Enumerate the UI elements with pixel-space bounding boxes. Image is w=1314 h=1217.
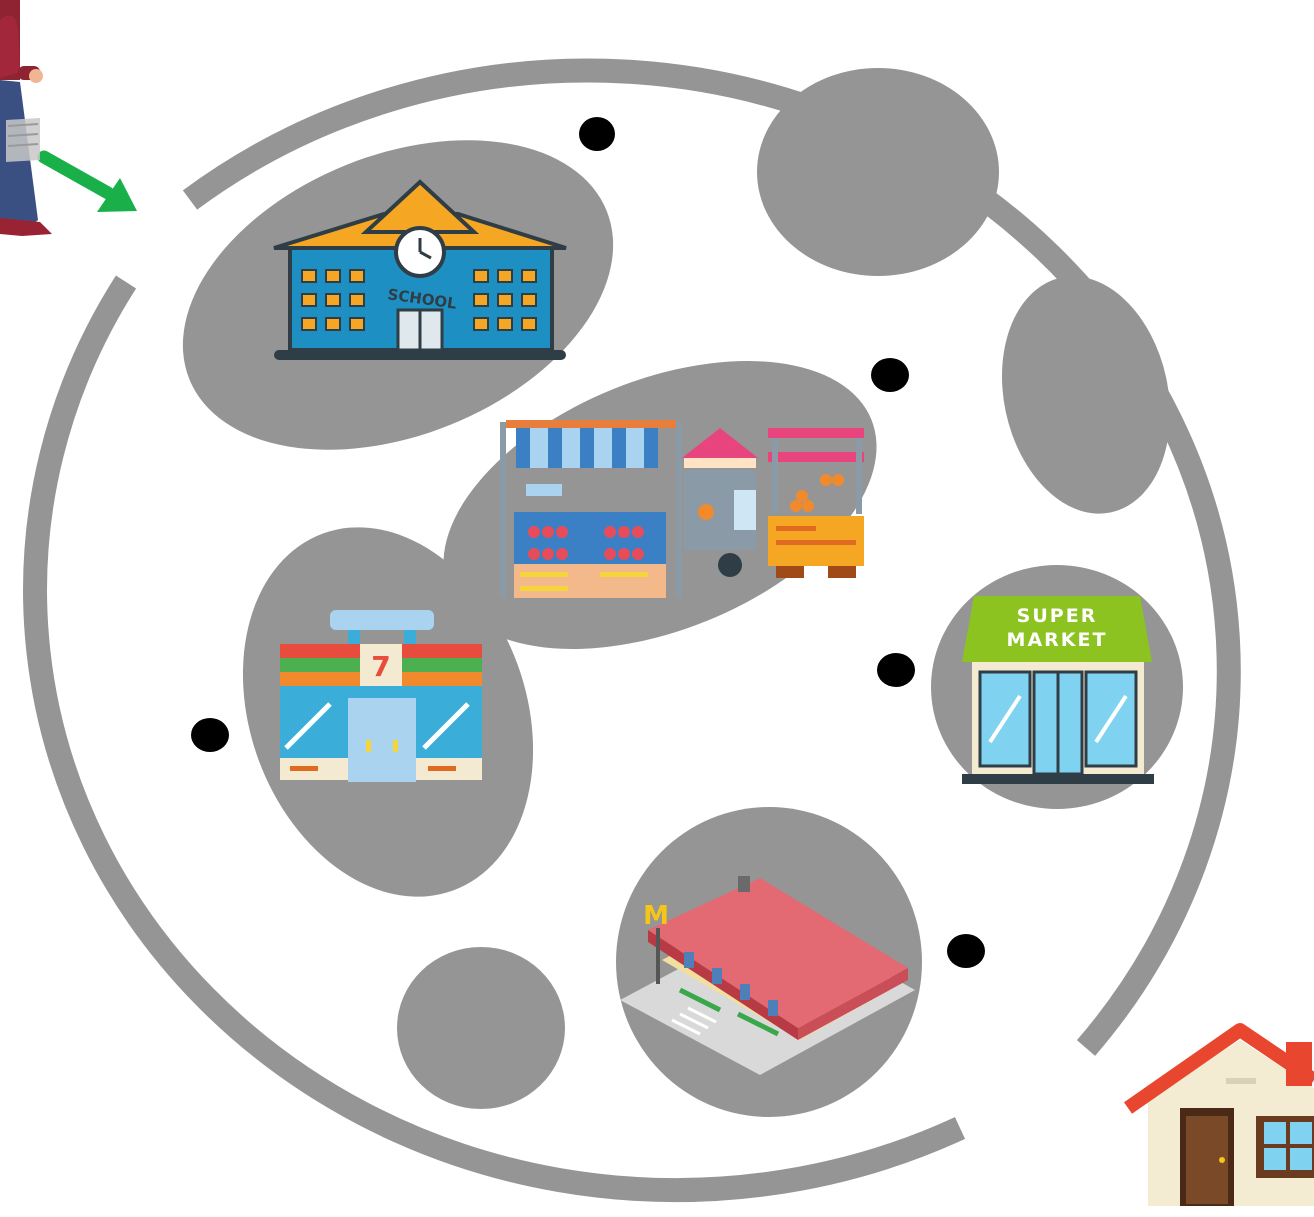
marker-dot [947, 934, 985, 968]
blob-top-right [757, 68, 999, 276]
marker-dot [877, 653, 915, 687]
marker-dot [579, 117, 615, 151]
supermarket-sign-line1: SUPER [1017, 605, 1098, 627]
blob-bottom [397, 947, 565, 1109]
green-arrow-icon [44, 157, 137, 212]
store-sign: 7 [371, 650, 390, 683]
marker-dot [191, 718, 229, 752]
shopper-woman-icon [0, 0, 52, 236]
restaurant-logo: M [643, 901, 669, 931]
supermarket-icon: SUPER MARKET [962, 596, 1154, 784]
supermarket-sign-line2: MARKET [1007, 629, 1108, 651]
house-icon [1128, 1030, 1314, 1206]
blob-right [981, 261, 1191, 530]
marker-dot [871, 358, 909, 392]
